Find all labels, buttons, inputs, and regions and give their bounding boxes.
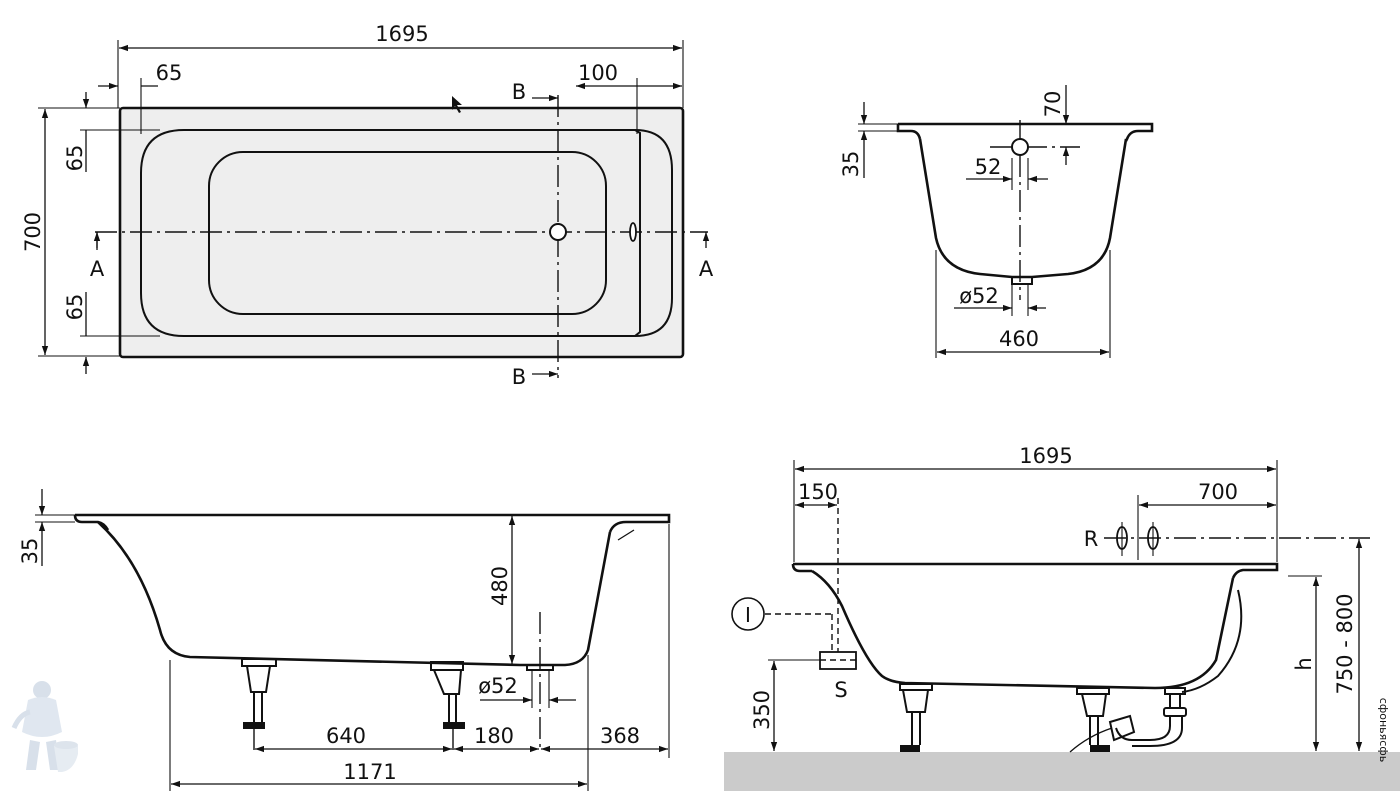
install-foot-left bbox=[899, 683, 933, 752]
install-foot-right bbox=[1076, 687, 1110, 752]
side-rim bbox=[73, 513, 671, 533]
dim-top-length: 1695 bbox=[375, 22, 428, 46]
tub-inner-basin bbox=[140, 129, 641, 337]
dim-cross-bottom-width: 460 bbox=[999, 327, 1039, 351]
dim-side-end-offset: 368 bbox=[600, 724, 640, 748]
label-fitting: R bbox=[1084, 527, 1099, 551]
section-mark-b-top: B bbox=[512, 80, 526, 104]
foot-right bbox=[430, 661, 465, 729]
dim-side-rim: 35 bbox=[18, 538, 42, 565]
side-section-view: 35 480 ø52 640 180 368 1171 bbox=[11, 489, 671, 791]
dim-install-fitting-offset: 700 bbox=[1198, 480, 1238, 504]
dim-cross-drain-dia: ø52 bbox=[959, 284, 999, 308]
section-mark-a-right: A bbox=[699, 257, 714, 281]
install-tub-body bbox=[811, 569, 1235, 690]
dim-cross-overflow-dia: 52 bbox=[975, 155, 1002, 179]
tub-inner-basin-right bbox=[634, 129, 673, 337]
installation-view: I S 150 1695 700 R h 750 - 800 bbox=[724, 444, 1400, 791]
tub-bottom-area bbox=[208, 151, 607, 315]
supply-icon bbox=[731, 597, 765, 631]
dim-install-length: 1695 bbox=[1019, 444, 1072, 468]
dim-install-height-range: 750 - 800 bbox=[1333, 593, 1357, 694]
install-rim bbox=[791, 562, 1279, 579]
overflow-icon bbox=[629, 222, 637, 242]
label-siphon: S bbox=[834, 678, 847, 702]
plumber-logo bbox=[11, 681, 78, 772]
cross-section-view: 35 70 52 ø52 460 bbox=[839, 85, 1154, 358]
cursor-icon bbox=[452, 96, 462, 113]
dim-top-offset-left: 65 bbox=[156, 61, 183, 85]
dim-side-depth: 480 bbox=[488, 566, 512, 606]
section-mark-a-left: A bbox=[90, 257, 105, 281]
dim-install-siphon-height: 350 bbox=[750, 690, 774, 730]
top-view: 1695 65 100 700 65 65 A A B B bbox=[21, 22, 714, 389]
side-tub-body bbox=[97, 521, 612, 667]
side-drain bbox=[526, 664, 554, 671]
cross-tub-body bbox=[918, 138, 1128, 279]
cross-rim bbox=[898, 122, 1154, 142]
dim-side-feet-spacing: 640 bbox=[326, 724, 366, 748]
dim-side-drain-dia: ø52 bbox=[478, 674, 518, 698]
label-supply: I bbox=[745, 603, 751, 627]
dim-top-rim-top: 65 bbox=[63, 145, 87, 172]
dim-install-supply-offset: 150 bbox=[798, 480, 838, 504]
dim-top-width: 700 bbox=[21, 212, 45, 252]
dim-side-base-length: 1171 bbox=[343, 760, 396, 784]
siphon bbox=[1069, 687, 1187, 753]
cross-overflow-icon bbox=[1011, 138, 1029, 156]
foot-left bbox=[241, 658, 277, 729]
dim-top-rim-bottom: 65 bbox=[63, 294, 87, 321]
dim-side-drain-offset: 180 bbox=[474, 724, 514, 748]
label-height-h: h bbox=[1292, 657, 1316, 670]
section-mark-b-bottom: B bbox=[512, 365, 526, 389]
drain-icon bbox=[549, 223, 567, 241]
floor bbox=[724, 752, 1400, 791]
dim-cross-rim: 35 bbox=[839, 151, 863, 178]
dim-cross-overflow: 70 bbox=[1041, 91, 1065, 118]
watermark: сфоньясфь bbox=[1377, 698, 1390, 762]
dim-top-offset-right: 100 bbox=[578, 61, 618, 85]
